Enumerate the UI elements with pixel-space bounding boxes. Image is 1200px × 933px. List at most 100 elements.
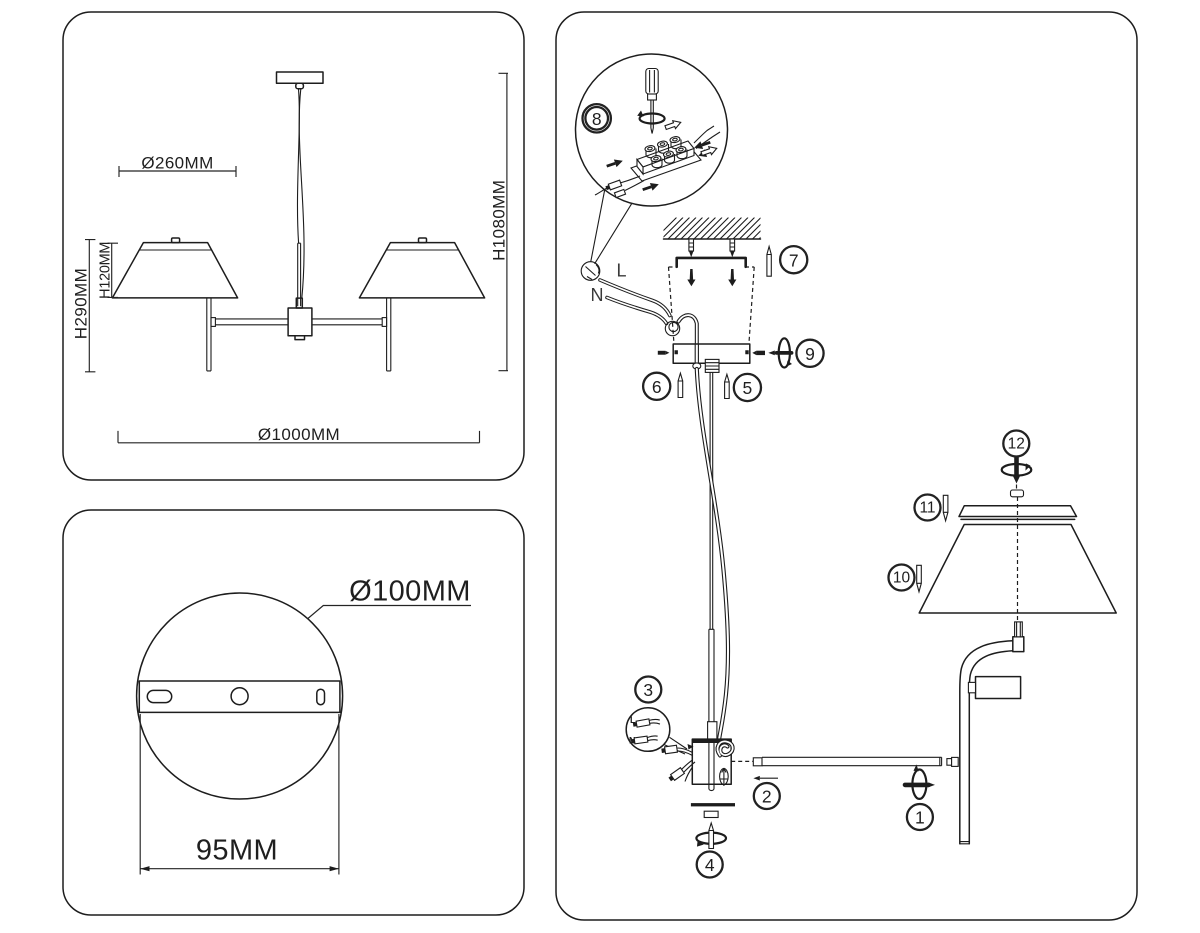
cord-knot	[664, 313, 699, 346]
step-number-3: 3	[643, 680, 653, 700]
rotate-icon-hub	[719, 767, 729, 786]
mounting-bracket	[675, 256, 747, 269]
rotate-icon-4	[695, 821, 728, 850]
label-shade-diameter: Ø260MM	[141, 154, 213, 173]
side-screw-left	[657, 350, 670, 355]
panel-assembly-border	[555, 11, 1138, 921]
down-arrow-icon-10	[916, 564, 922, 594]
step-number-2: 2	[762, 787, 772, 807]
step-number-8: 8	[592, 109, 602, 129]
threaded-nipple	[704, 358, 720, 373]
rotate-icon-12	[1000, 453, 1033, 490]
detail-label-live: L	[630, 715, 636, 725]
step-3: 3	[634, 675, 663, 704]
badge-step-12	[1002, 429, 1031, 458]
rotate-icon-9	[774, 337, 794, 369]
label-plate-diameter: Ø100MM	[349, 575, 471, 607]
badge-step-8: 8	[581, 102, 613, 134]
chandelier-drawing	[111, 71, 486, 372]
lamp-shade	[918, 523, 1117, 614]
step-11: 11	[913, 493, 949, 523]
dim-plate-diameter: Ø100MM	[307, 575, 471, 619]
step-number-5: 5	[743, 378, 753, 398]
front-shade-left	[111, 241, 239, 299]
hub-nut	[703, 810, 719, 819]
step-number-1: 1	[915, 808, 925, 828]
front-canopy	[275, 71, 324, 84]
finial-nut	[1009, 489, 1025, 498]
badge-step-4	[695, 850, 724, 879]
step-number-11: 11	[919, 500, 935, 517]
label-total-height: H1080MM	[489, 180, 508, 261]
step-7: 7	[766, 244, 809, 277]
dim-shade-height: H120MM	[98, 242, 118, 299]
down-arrow-icon-11	[942, 494, 949, 523]
step-number-7: 7	[789, 250, 799, 270]
rotate-icon-1	[902, 764, 935, 800]
arm-tube	[762, 756, 943, 767]
label-wire-live: L	[617, 261, 627, 281]
step-number-4: 4	[705, 855, 715, 875]
badge-step-1	[905, 802, 935, 832]
ceiling-mounting: 7	[641, 217, 825, 739]
step-5: 5	[724, 372, 763, 403]
mounting-screw-left	[688, 238, 695, 258]
arm-and-shade: 12 11 10	[887, 429, 1117, 845]
hub-wires	[661, 744, 696, 782]
arm-connector-right-b	[951, 756, 959, 767]
front-hub-body	[287, 307, 313, 337]
step-number-6: 6	[652, 377, 662, 397]
hub-cover-disk	[690, 803, 735, 807]
plate-bracket-bar	[138, 680, 341, 714]
arm-connector-right-a	[946, 758, 953, 766]
label-bracket-length: 95MM	[196, 835, 278, 867]
badge-step-5	[732, 372, 763, 403]
socket-tab	[967, 681, 977, 694]
lamp-socket	[974, 675, 1022, 700]
dim-total-height: H1080MM	[489, 72, 508, 372]
dim-shade-diameter: Ø260MM	[118, 154, 237, 177]
ceiling-hatch	[663, 217, 761, 239]
shade-ring	[958, 504, 1078, 521]
socket-elbow	[1012, 636, 1025, 653]
plate-circle	[135, 592, 344, 800]
panel-plate-view: Ø100MM 95MM	[62, 509, 525, 916]
detail-bubble-connectors: L N	[625, 706, 688, 755]
label-total-diameter: Ø1000MM	[258, 425, 340, 444]
step-9: 9	[795, 338, 825, 369]
insert-arrow-icons	[606, 119, 718, 192]
label-shade-height: H120MM	[98, 242, 114, 299]
terminal-block-icon	[594, 125, 721, 199]
mains-wires: L N	[580, 261, 672, 326]
hub-assembly: L N 3	[625, 675, 959, 879]
panel-assembly-view: 8	[555, 11, 1138, 921]
badge-step-3	[634, 675, 663, 704]
step-number-9: 9	[805, 344, 815, 364]
badge-step-6	[641, 371, 672, 402]
up-arrow-icon-6	[677, 371, 684, 399]
dim-body-height: H290MM	[72, 239, 96, 373]
canopy-screw-left	[687, 269, 696, 287]
step-12: 12	[1002, 429, 1031, 458]
label-wire-neutral: N	[591, 285, 604, 305]
step-4: 4	[695, 850, 724, 879]
step-1: 1	[905, 802, 935, 832]
left-arrow-icon-2	[753, 775, 760, 781]
canopy-outline-dashed	[667, 266, 755, 345]
badge-step-2	[752, 781, 781, 811]
wire-connector-live	[632, 718, 661, 728]
detail-bubble-terminal: 8	[574, 53, 729, 265]
panel-plate-border	[62, 509, 525, 916]
badge-step-11	[913, 493, 942, 522]
plate-center-hole	[230, 686, 249, 706]
badge-step-7	[778, 244, 809, 275]
arm-connector-left	[752, 757, 763, 767]
step-2: 2	[752, 775, 781, 811]
mounting-screw-right	[729, 238, 736, 258]
lamp-arm-outer	[959, 640, 1014, 845]
dim-total-diameter: Ø1000MM	[117, 425, 481, 444]
plate-slot-left	[146, 689, 173, 704]
socket-nipple	[1014, 621, 1023, 638]
